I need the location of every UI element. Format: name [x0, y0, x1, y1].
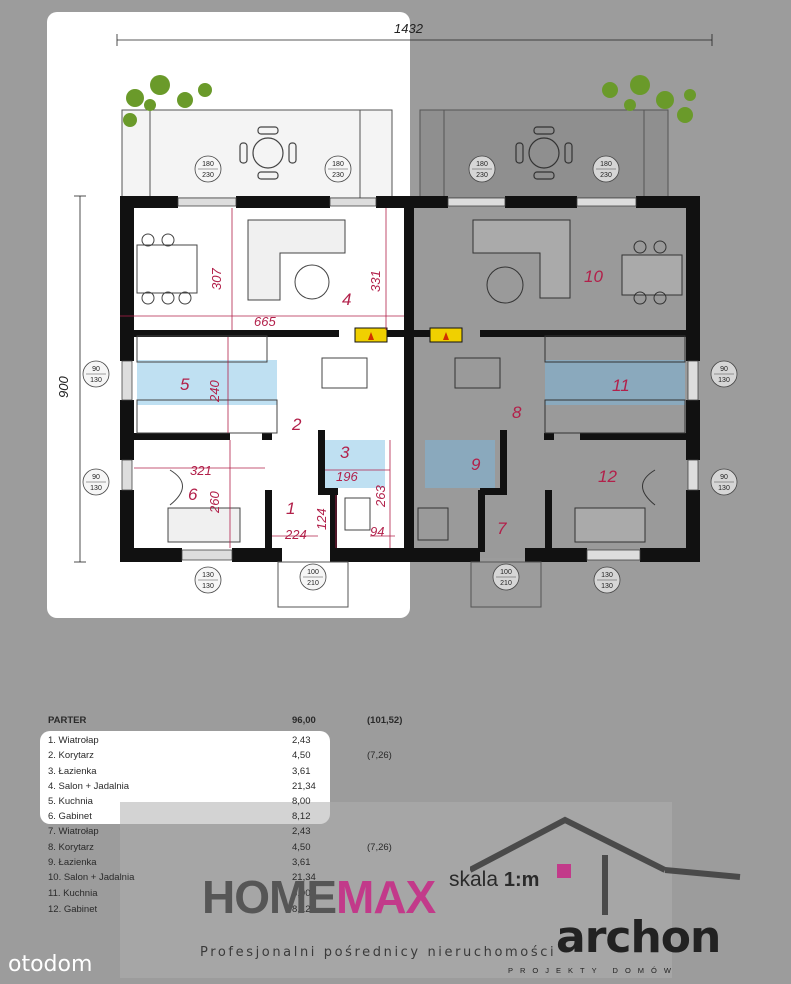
dimension-numbers: 665 307 331 240 321 260 196 263 224 124 … — [190, 268, 388, 542]
svg-text:130: 130 — [601, 583, 613, 590]
window-badge-90-right-kitchen: 90 130 — [710, 360, 738, 388]
svg-text:180: 180 — [476, 161, 488, 168]
svg-text:230: 230 — [332, 172, 344, 179]
homemax-accent-square — [557, 864, 571, 878]
svg-text:180: 180 — [332, 161, 344, 168]
door-badge-right: 100 210 — [492, 563, 520, 591]
svg-text:130: 130 — [90, 485, 102, 492]
plant-decoration-left — [123, 75, 212, 127]
room-number-3: 3 — [340, 443, 350, 462]
dim-196: 196 — [336, 469, 358, 484]
svg-text:90: 90 — [92, 474, 100, 481]
scale-label: skala 1:m — [449, 868, 540, 891]
terraces — [121, 109, 669, 199]
svg-text:230: 230 — [202, 172, 214, 179]
furniture-left — [136, 219, 371, 543]
room-number-5: 5 — [180, 375, 190, 394]
outdoor-table-left — [239, 126, 297, 180]
dim-124: 124 — [314, 508, 329, 530]
svg-text:100: 100 — [307, 569, 319, 576]
fireplace-icons — [354, 327, 463, 343]
svg-text:100: 100 — [500, 569, 512, 576]
room-number-2: 2 — [291, 415, 302, 434]
door-badge-left: 100 210 — [299, 563, 327, 591]
window-badge-180-left-a: 180 230 — [194, 155, 222, 183]
dim-331: 331 — [368, 270, 383, 292]
window-badge-180-right-a: 180 230 — [468, 155, 496, 183]
archon-logo: archon — [556, 912, 721, 963]
dim-263: 263 — [373, 485, 388, 508]
svg-text:130: 130 — [718, 485, 730, 492]
house-outline-logo — [470, 816, 741, 915]
svg-text:130: 130 — [601, 572, 613, 579]
homemax-tagline: Profesjonalni pośrednicy nieruchomości — [200, 945, 557, 960]
svg-text:180: 180 — [202, 161, 214, 168]
dim-224: 224 — [284, 527, 307, 542]
svg-text:90: 90 — [720, 474, 728, 481]
svg-text:230: 230 — [476, 172, 488, 179]
svg-text:90: 90 — [720, 366, 728, 373]
svg-text:90: 90 — [92, 366, 100, 373]
total-width-label: 1432 — [394, 21, 424, 36]
window-badge-180-left-b: 180 230 — [324, 155, 352, 183]
room-number-6: 6 — [188, 485, 198, 504]
room-number-9: 9 — [471, 455, 481, 474]
svg-text:130: 130 — [202, 583, 214, 590]
svg-text:130: 130 — [90, 377, 102, 384]
room-number-4: 4 — [342, 290, 351, 309]
room-number-12: 12 — [598, 467, 617, 486]
window-badge-130-right: 130 130 — [593, 566, 621, 594]
window-badge-90-left-office: 90 130 — [82, 468, 110, 496]
room-number-8: 8 — [512, 403, 522, 422]
dim-307: 307 — [209, 268, 224, 290]
dim-665: 665 — [254, 314, 276, 329]
dim-260: 260 — [207, 491, 222, 514]
room-number-10: 10 — [584, 267, 603, 286]
furniture-right — [417, 219, 686, 543]
svg-text:130: 130 — [202, 572, 214, 579]
outdoor-table-right — [515, 126, 573, 180]
dimension-lines — [120, 208, 404, 548]
dim-321: 321 — [190, 463, 212, 478]
room-numbers: 1 2 3 4 5 6 7 8 9 10 11 12 — [180, 267, 630, 538]
svg-text:180: 180 — [600, 161, 612, 168]
svg-text:210: 210 — [500, 580, 512, 587]
total-depth-label: 900 — [56, 376, 71, 398]
window-badge-180-right-b: 180 230 — [592, 155, 620, 183]
entry-steps — [277, 561, 542, 608]
archon-subtitle: PROJEKTY DOMÓW — [508, 966, 678, 975]
window-badge-90-left-kitchen: 90 130 — [82, 360, 110, 388]
room-number-1: 1 — [286, 499, 295, 518]
tiled-areas — [137, 360, 685, 488]
room-number-11: 11 — [612, 376, 630, 395]
dim-240: 240 — [207, 380, 222, 403]
room-number-7: 7 — [497, 519, 507, 538]
window-badge-90-right-office: 90 130 — [710, 468, 738, 496]
dim-94: 94 — [370, 524, 384, 539]
plant-decoration-right — [602, 75, 696, 123]
watermark-band — [120, 802, 672, 978]
window-marks — [121, 197, 699, 561]
window-size-badges: 180 230 180 230 180 230 180 230 90 130 90 130 … — [82, 155, 738, 594]
svg-text:230: 230 — [600, 172, 612, 179]
window-badge-130-left: 130 130 — [194, 566, 222, 594]
homemax-logo: HOMEMAX — [202, 871, 436, 923]
overall-dimension-lines — [74, 34, 713, 563]
otodom-watermark: otodom — [8, 952, 93, 977]
svg-text:130: 130 — [718, 377, 730, 384]
svg-text:210: 210 — [307, 580, 319, 587]
